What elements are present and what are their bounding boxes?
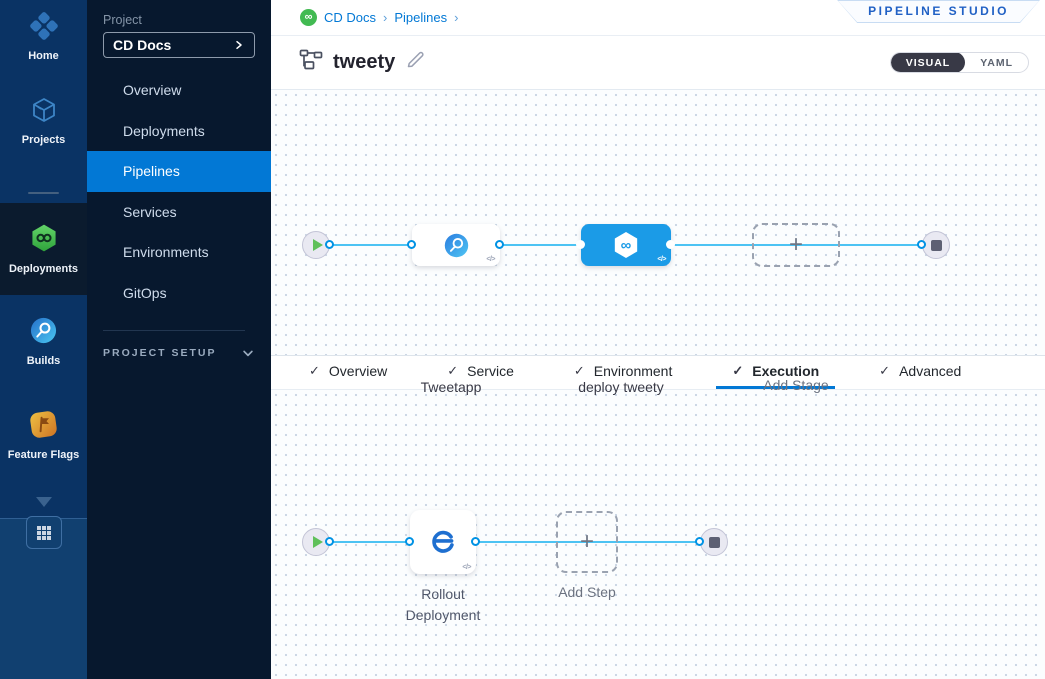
- link-connector: [407, 240, 416, 249]
- module-picker-button[interactable]: [26, 516, 62, 549]
- stage-label: Tweetapp: [420, 379, 482, 395]
- selected-project-name: CD Docs: [113, 37, 172, 53]
- stage-node-deploy-tweety[interactable]: ∞ </>: [581, 224, 671, 266]
- tab-environment[interactable]: ✓Environment: [573, 363, 673, 379]
- feature-flags-icon: [29, 410, 58, 444]
- deployments-icon: [29, 223, 59, 258]
- plus-icon: +: [579, 528, 594, 555]
- edit-pencil-icon[interactable]: [405, 50, 425, 75]
- project-sidenav: Project CD Docs Overview Deployments Pip…: [87, 0, 271, 679]
- pipeline-studio-badge: PIPELINE STUDIO: [837, 0, 1040, 23]
- sidenav-item-environments[interactable]: Environments: [123, 244, 209, 261]
- tab-overview[interactable]: ✓Overview: [309, 363, 388, 379]
- sidenav-item-overview[interactable]: Overview: [123, 82, 182, 99]
- project-setup-toggle[interactable]: PROJECT SETUP: [103, 346, 255, 360]
- add-stage-label: Add Stage: [763, 377, 829, 393]
- link-connector: [495, 240, 504, 249]
- pipeline-end-node: [922, 231, 950, 259]
- main-content: PIPELINE STUDIO ∞ CD Docs › Pipelines › …: [271, 0, 1045, 679]
- sidenav-item-pipelines[interactable]: Pipelines: [87, 151, 271, 192]
- rail-item-deployments[interactable]: Deployments: [0, 203, 87, 295]
- check-icon: ✓: [879, 363, 891, 378]
- breadcrumb-separator: ›: [454, 10, 459, 25]
- stage-canvas[interactable]: </> ∞ </> + Tweetapp deploy tweety Add S…: [271, 90, 1045, 395]
- rail-item-label: Builds: [26, 355, 61, 367]
- breadcrumb: ∞ CD Docs › Pipelines ›: [271, 0, 1045, 36]
- link-connector: [576, 240, 585, 249]
- pipeline-name: tweety: [333, 51, 396, 73]
- stage-label: deploy tweety: [578, 379, 664, 395]
- link-connector: [695, 537, 704, 546]
- link-connector: [917, 240, 926, 249]
- check-icon: ✓: [447, 363, 459, 378]
- tab-advanced[interactable]: ✓Advanced: [879, 363, 962, 379]
- rail-item-label: Home: [28, 50, 59, 62]
- check-icon: ✓: [309, 363, 320, 378]
- rail-item-builds[interactable]: Builds: [0, 316, 87, 367]
- step-label: Rollout Deployment: [405, 586, 481, 623]
- tab-execution[interactable]: ✓Execution: [716, 356, 836, 389]
- pipeline-icon: [299, 49, 323, 76]
- chevron-down-icon: [243, 350, 253, 357]
- code-icon: </>: [657, 256, 666, 263]
- chevron-right-icon: [236, 40, 242, 50]
- module-rail: Home Projects Deployments Builds F: [0, 0, 87, 679]
- project-label: Project: [103, 13, 142, 27]
- play-icon: [312, 239, 323, 251]
- toggle-yaml-button[interactable]: YAML: [980, 56, 1013, 69]
- add-stage-button[interactable]: +: [752, 223, 840, 267]
- pipeline-title-bar: tweety VISUAL YAML: [271, 36, 1045, 90]
- plus-icon: +: [788, 231, 803, 258]
- sidenav-item-services[interactable]: Services: [123, 203, 177, 220]
- grid-icon: [37, 525, 51, 540]
- code-icon: </>: [486, 256, 495, 263]
- execution-canvas[interactable]: </> + Rollout Deployment Add Step: [271, 390, 1045, 679]
- step-node-rollout-deployment[interactable]: </>: [410, 510, 476, 574]
- builds-icon: [29, 316, 58, 350]
- link-connector: [325, 537, 334, 546]
- breadcrumb-project-link[interactable]: CD Docs: [324, 10, 377, 25]
- rail-item-label: Projects: [21, 134, 66, 146]
- stage-config-tabs: ✓Overview ✓Service ✓Environment ✓Executi…: [271, 355, 1045, 390]
- check-icon: ✓: [573, 363, 585, 378]
- add-step-button[interactable]: +: [556, 511, 618, 573]
- visual-yaml-toggle: VISUAL YAML: [889, 52, 1029, 73]
- sidenav-item-deployments[interactable]: Deployments: [123, 122, 205, 139]
- rail-item-home[interactable]: Home: [0, 12, 87, 62]
- execution-end-node: [700, 528, 728, 556]
- link-connector: [405, 537, 414, 546]
- cd-module-icon: ∞: [300, 9, 317, 26]
- stage-node-tweetapp[interactable]: </>: [412, 224, 500, 266]
- deploy-stage-icon: ∞: [614, 232, 638, 258]
- projects-icon: [30, 96, 58, 129]
- rail-item-label: Feature Flags: [7, 449, 80, 461]
- link-connector: [325, 240, 334, 249]
- code-icon: </>: [462, 564, 471, 571]
- more-modules-chevron-icon[interactable]: [36, 497, 52, 507]
- rail-divider: [28, 192, 59, 194]
- project-selector[interactable]: CD Docs: [103, 32, 255, 58]
- toggle-visual-button[interactable]: VISUAL: [890, 53, 966, 72]
- sidenav-list: Overview Deployments Pipelines Services …: [87, 70, 271, 313]
- rail-item-feature-flags[interactable]: Feature Flags: [0, 410, 87, 461]
- sidenav-item-gitops[interactable]: GitOps: [123, 284, 167, 301]
- play-icon: [312, 536, 323, 548]
- stop-icon: [930, 239, 942, 251]
- breadcrumb-pipelines-link[interactable]: Pipelines: [394, 10, 448, 25]
- step-link-line: [316, 541, 714, 543]
- tab-service[interactable]: ✓Service: [447, 363, 514, 379]
- add-step-label: Add Step: [558, 584, 616, 600]
- rail-item-projects[interactable]: Projects: [0, 96, 87, 146]
- check-icon: ✓: [732, 363, 744, 378]
- link-connector: [666, 240, 675, 249]
- build-stage-icon: [444, 233, 468, 257]
- link-connector: [471, 537, 480, 546]
- pipeline-studio-badge-text: PIPELINE STUDIO: [838, 1, 1039, 22]
- home-icon: [29, 12, 58, 45]
- rail-item-label: Deployments: [8, 263, 79, 275]
- stop-icon: [708, 536, 720, 548]
- sidenav-divider: [103, 330, 245, 331]
- breadcrumb-separator: ›: [383, 10, 388, 25]
- rolling-deployment-icon: [432, 530, 454, 553]
